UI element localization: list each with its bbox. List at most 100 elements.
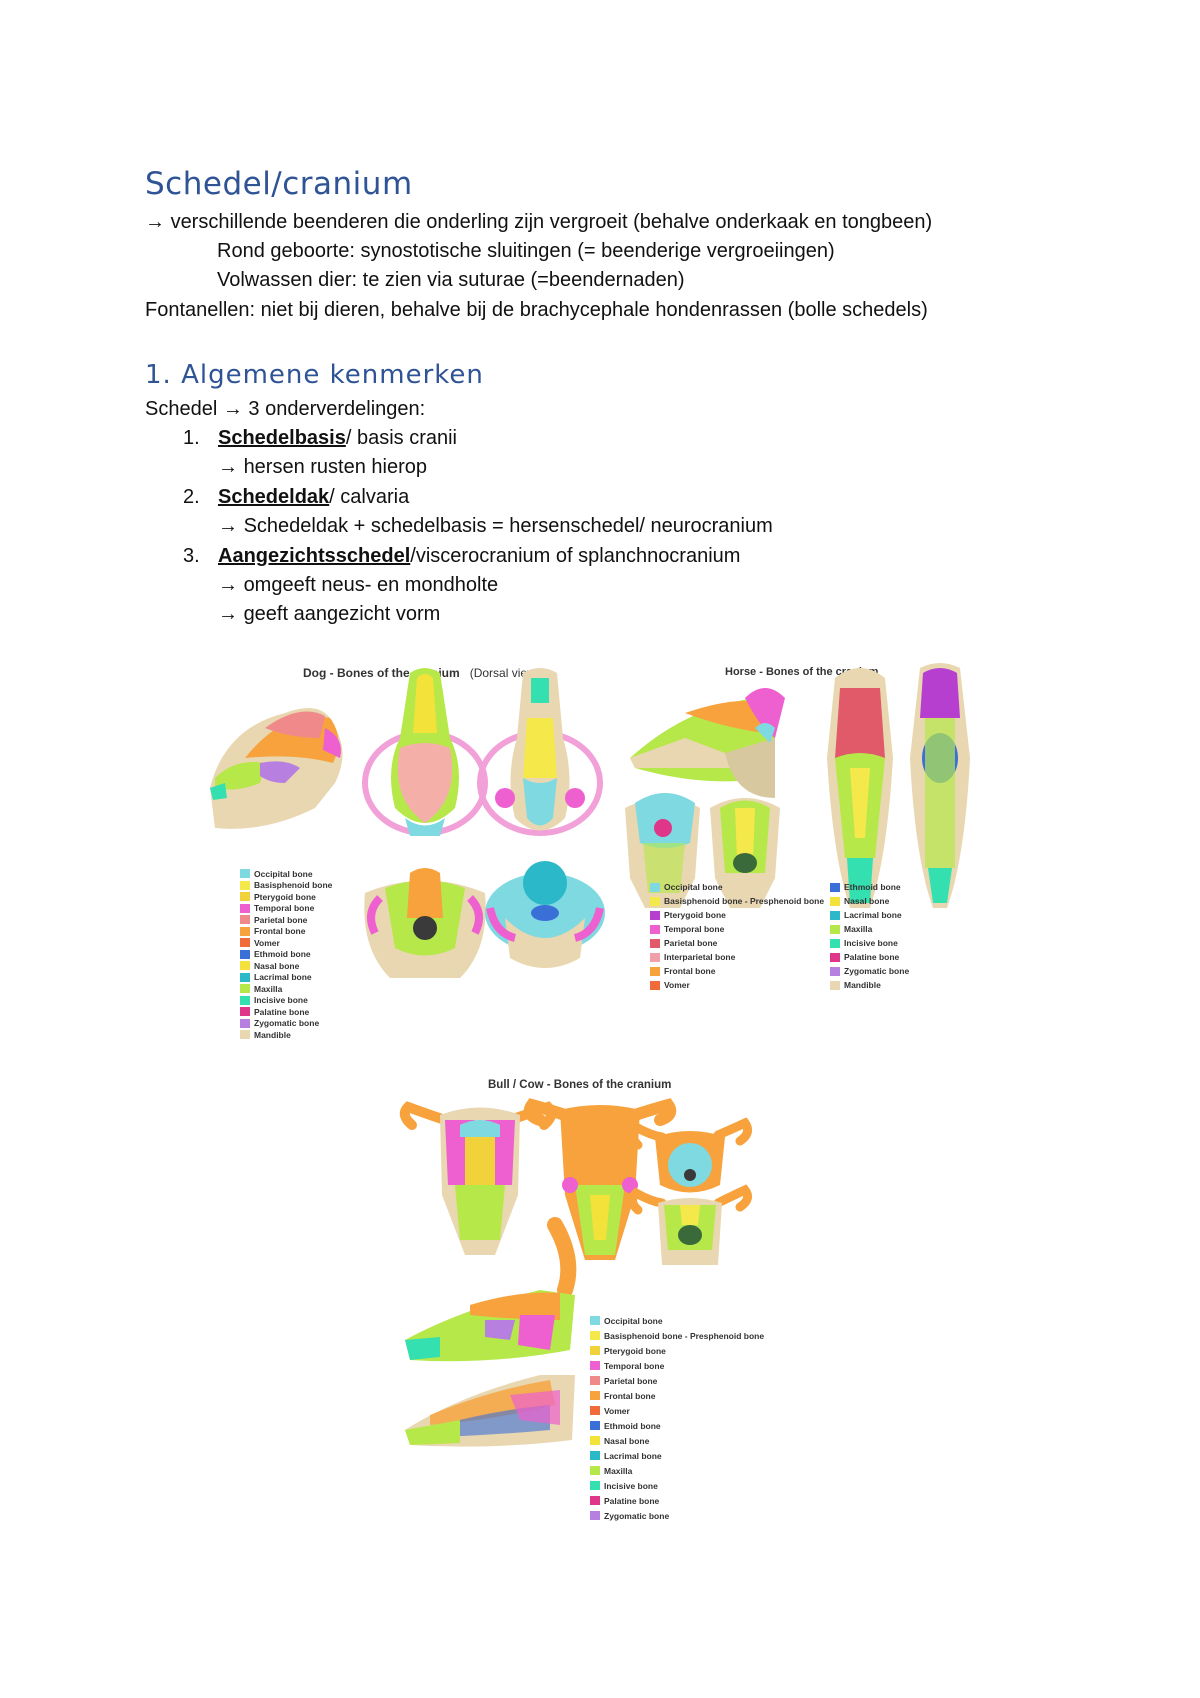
legend-swatch bbox=[240, 961, 250, 971]
section-heading: 1. Algemene kenmerken bbox=[145, 360, 484, 390]
legend-swatch bbox=[240, 1030, 250, 1040]
list-item-term: Schedeldak bbox=[218, 486, 330, 508]
legend-label: Pterygoid bone bbox=[664, 910, 726, 920]
legend-label: Mandible bbox=[844, 980, 881, 990]
legend-item: Palatine bone bbox=[240, 1006, 332, 1018]
dog-skull-lateral bbox=[210, 708, 343, 829]
legend-label: Nasal bone bbox=[604, 1435, 650, 1446]
list-item: Aangezichtsschedel/viscerocranium of spl… bbox=[218, 544, 740, 568]
list-item-sub: → omgeeft neus- en mondholte bbox=[218, 573, 498, 597]
legend-swatch bbox=[650, 980, 660, 990]
legend-label: Palatine bone bbox=[604, 1495, 660, 1506]
legend-label: Ethmoid bone bbox=[254, 949, 311, 960]
legend-swatch bbox=[590, 1511, 600, 1520]
legend-item: Zygomatic bone bbox=[830, 964, 909, 978]
legend-item: Pterygoid bone bbox=[590, 1343, 764, 1358]
legend-swatch bbox=[240, 1007, 250, 1017]
legend-item: Pterygoid bone bbox=[650, 908, 824, 922]
legend-item: Ethmoid bone bbox=[240, 949, 332, 961]
legend-item: Palatine bone bbox=[590, 1493, 764, 1508]
legend-label: Basisphenoid bone - Presphenoid bone bbox=[664, 896, 825, 906]
legend-swatch bbox=[830, 938, 840, 948]
legend-label: Temporal bone bbox=[664, 924, 725, 934]
legend-swatch bbox=[240, 915, 250, 925]
cow-skull-lateral bbox=[405, 1217, 577, 1362]
list-item-sub: → Schedeldak + schedelbasis = hersensche… bbox=[218, 514, 773, 538]
legend-swatch bbox=[590, 1376, 600, 1385]
legend-item: Incisive bone bbox=[240, 995, 332, 1007]
fontanel-line: Fontanellen: niet bij dieren, behalve bi… bbox=[145, 299, 928, 321]
sub-text: hersen rusten hierop bbox=[243, 456, 428, 478]
legend-swatch bbox=[240, 949, 250, 959]
legend-label: Temporal bone bbox=[604, 1360, 665, 1371]
legend-label: Frontal bone bbox=[664, 966, 716, 976]
legend-item: Temporal bone bbox=[590, 1358, 764, 1373]
legend-swatch bbox=[240, 869, 250, 879]
dog-skull-ventral bbox=[477, 668, 603, 836]
legend-swatch bbox=[240, 892, 250, 902]
arrow-icon: → bbox=[218, 574, 238, 596]
intro-text: verschillende beenderen die onderling zi… bbox=[170, 211, 933, 233]
legend-label: Vomer bbox=[604, 1405, 630, 1416]
legend-label: Parietal bone bbox=[254, 914, 308, 925]
legend-swatch bbox=[830, 882, 840, 892]
legend-item: Zygomatic bone bbox=[240, 1018, 332, 1030]
list-item: Schedeldak/ calvaria bbox=[218, 485, 409, 509]
legend-label: Incisive bone bbox=[844, 938, 898, 948]
cow-skull-sagittal bbox=[405, 1375, 575, 1447]
legend-swatch bbox=[590, 1451, 600, 1460]
legend-swatch bbox=[590, 1496, 600, 1505]
legend-label: Zygomatic bone bbox=[604, 1510, 670, 1521]
legend-item: Basisphenoid bone - Presphenoid bone bbox=[590, 1328, 764, 1343]
legend-swatch bbox=[590, 1436, 600, 1445]
list-item-rest: /viscerocranium of splanchnocranium bbox=[410, 545, 741, 567]
legend-item: Incisive bone bbox=[590, 1478, 764, 1493]
legend-item: Parietal bone bbox=[240, 914, 332, 926]
legend-swatch bbox=[590, 1481, 600, 1490]
legend-item: Nasal bone bbox=[240, 960, 332, 972]
legend-item: Interparietal bone bbox=[650, 950, 824, 964]
sub-text: omgeeft neus- en mondholte bbox=[243, 574, 499, 596]
legend-label: Zygomatic bone bbox=[254, 1018, 320, 1029]
legend-item: Lacrimal bone bbox=[240, 972, 332, 984]
dog-skull-rostral bbox=[485, 861, 605, 968]
legend-item: Parietal bone bbox=[590, 1373, 764, 1388]
legend-swatch bbox=[650, 924, 660, 934]
list-item-term: Aangezichtsschedel bbox=[218, 545, 411, 567]
legend-item: Incisive bone bbox=[830, 936, 909, 950]
sub-text: geeft aangezicht vorm bbox=[243, 603, 441, 625]
horse-skull-rostral bbox=[710, 798, 780, 908]
legend-item: Temporal bone bbox=[240, 903, 332, 915]
legend-label: Maxilla bbox=[604, 1465, 633, 1476]
section-lead: Schedel → 3 onderverdelingen: bbox=[145, 397, 425, 421]
legend-item: Occipital bone bbox=[240, 868, 332, 880]
legend-label: Ethmoid bone bbox=[844, 882, 901, 892]
legend-item: Occipital bone bbox=[590, 1313, 764, 1328]
arrow-icon: → bbox=[218, 456, 238, 478]
legend-label: Basisphenoid bone - Presphenoid bone bbox=[604, 1330, 765, 1341]
legend-swatch bbox=[830, 910, 840, 920]
legend-swatch bbox=[240, 926, 250, 936]
lead-suffix: 3 onderverdelingen: bbox=[248, 398, 426, 420]
legend-label: Vomer bbox=[664, 980, 690, 990]
legend-item: Frontal bone bbox=[650, 964, 824, 978]
adult-line: Volwassen dier: te zien via suturae (=be… bbox=[217, 269, 685, 291]
legend-label: Frontal bone bbox=[254, 926, 306, 937]
legend-item: Palatine bone bbox=[830, 950, 909, 964]
cow-skull-caudal bbox=[628, 1117, 753, 1193]
legend-item: Ethmoid bone bbox=[590, 1418, 764, 1433]
cow-skull-rostral bbox=[628, 1184, 753, 1265]
sub-text: Schedeldak + schedelbasis = hersenschede… bbox=[243, 515, 773, 537]
legend-item: Vomer bbox=[650, 978, 824, 992]
legend-swatch bbox=[830, 966, 840, 976]
legend-label: Zygomatic bone bbox=[844, 966, 910, 976]
legend-swatch bbox=[650, 882, 660, 892]
legend-item: Maxilla bbox=[240, 983, 332, 995]
legend-swatch bbox=[650, 966, 660, 976]
list-item-number: 2. bbox=[183, 486, 200, 508]
legend-item: Basisphenoid bone bbox=[240, 880, 332, 892]
horse-figure: Horse - Bones of the cranium bbox=[625, 658, 1000, 1058]
list-item-term: Schedelbasis bbox=[218, 427, 346, 449]
